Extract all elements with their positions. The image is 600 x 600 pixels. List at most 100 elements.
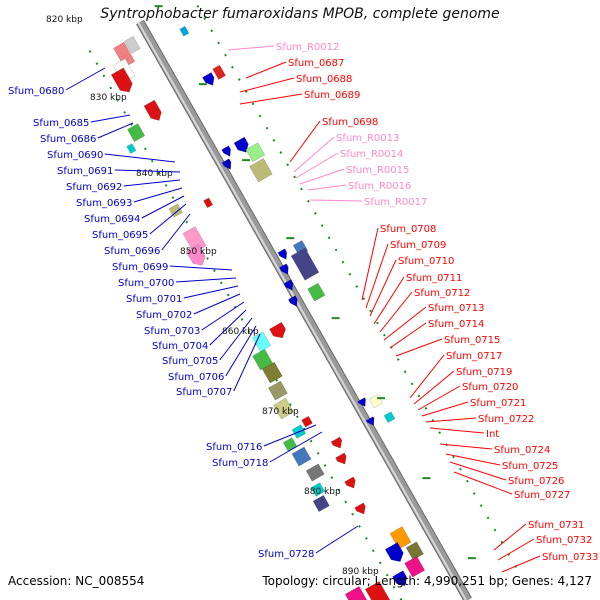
gene-block [212,64,226,80]
gene-leader-line [175,277,237,283]
gene-label: Sfum_0721 [470,398,526,409]
gene-feature [261,361,283,384]
gene-block [307,282,326,302]
gene-label: Sfum_R0017 [364,197,427,208]
gene-feature [221,158,232,170]
gene-label: Sfum_0706 [168,372,224,383]
gene-feature [291,446,312,467]
gene-arrow [221,145,231,157]
gene-label: Sfum_0715 [444,335,500,346]
gene-block [383,411,396,423]
gene-label: Sfum_0686 [40,134,96,145]
gene-leader-line [169,265,233,271]
gene-label: Sfum_0731 [528,520,584,531]
gene-leader-line [389,322,427,349]
gene-label: Sfum_0726 [508,476,564,487]
gene-feature [124,35,141,54]
gene-block [113,41,136,68]
kbp-tick-label: 850 kbp [180,247,217,257]
gene-label: Sfum_0694 [84,214,140,225]
gene-leader-line [293,136,335,173]
gene-feature [357,397,366,407]
gene-leader-line [233,333,261,392]
gene-feature [330,436,343,449]
gene-feature [252,348,273,371]
gene-leader-line [395,338,443,357]
gene-label: Sfum_0722 [478,414,534,425]
gene-label: Sfum_0713 [428,303,484,314]
gene-label: Sfum_0703 [144,326,200,337]
gene-features [110,25,426,600]
gene-feature [267,380,288,401]
gene-feature [127,123,146,143]
gene-feature [221,145,231,157]
gene-feature [344,586,375,600]
gene-leader-line [225,325,257,377]
gene-label: Sfum_0724 [494,445,550,456]
gene-label: Sfum_R0014 [340,149,403,160]
gene-leader-line [114,169,181,173]
gene-leader-line [425,417,477,423]
gene-leader-line [133,187,183,203]
gene-label: Sfum_0685 [33,118,89,129]
gene-feature [277,248,287,260]
gene-label: Sfum_R0015 [346,165,409,176]
kbp-tick-label: 840 kbp [136,169,173,179]
gene-block [261,361,283,384]
gene-leader-line [227,45,275,51]
gene-block [290,247,320,281]
gene-leader-line [315,525,359,554]
gene-label: Sfum_R0013 [336,133,399,144]
gene-arrow [287,295,298,307]
gene-block [301,415,313,428]
backbone-highlight [137,21,467,600]
gene-feature [364,581,394,600]
gene-leader-line [245,61,287,79]
kbp-tick-label: 880 kbp [304,487,341,497]
gene-leader-line [417,385,461,411]
gene-arrow [143,99,162,121]
gene-label: Sfum_0710 [398,256,454,267]
gene-leader-line [90,114,131,123]
map-title: Syntrophobacter fumaroxidans MPOB, compl… [100,6,500,22]
gene-arrow [279,263,289,275]
gene-block [310,482,326,497]
left-gene-labels: Sfum_0680Sfum_0685Sfum_0686Sfum_0690Sfum… [8,67,359,560]
gene-label: Sfum_0718 [212,458,268,469]
gene-feature [283,279,294,291]
gene-block [291,446,312,467]
gene-label: Sfum_0728 [258,549,314,560]
accession-label: Accession: NC_008554 [8,574,145,588]
gene-leader-line [501,555,541,573]
gene-arrow [110,67,133,93]
gene-leader-line [161,213,191,251]
gene-label: Sfum_R0016 [348,181,411,192]
gene-feature [335,452,347,465]
gene-leader-line [209,309,247,346]
gene-feature [143,99,162,121]
gene-leader-line [429,427,485,434]
gene-leader-line [453,471,513,495]
gene-label: Sfum_0700 [118,278,174,289]
gene-feature [252,331,272,352]
gene-label: Sfum_0716 [206,442,262,453]
gene-feature [290,247,320,281]
gene-block [404,556,426,578]
gene-arrow [269,321,286,339]
gene-feature [113,41,136,68]
gene-leader-line [183,285,239,299]
kbp-tick-label: 830 kbp [90,93,127,103]
gene-label: Sfum_0699 [112,262,168,273]
gene-block [252,331,272,352]
gene-block [389,526,412,550]
gene-label: Sfum_0702 [136,310,192,321]
gene-arrow [233,136,249,153]
gene-label: Sfum_0695 [92,230,148,241]
gene-feature [344,476,356,489]
topology-label: Topology: circular; Length: 4,990,251 bp… [262,574,592,588]
gene-arrow [202,72,215,86]
gene-label: Sfum_R0012 [276,42,339,53]
